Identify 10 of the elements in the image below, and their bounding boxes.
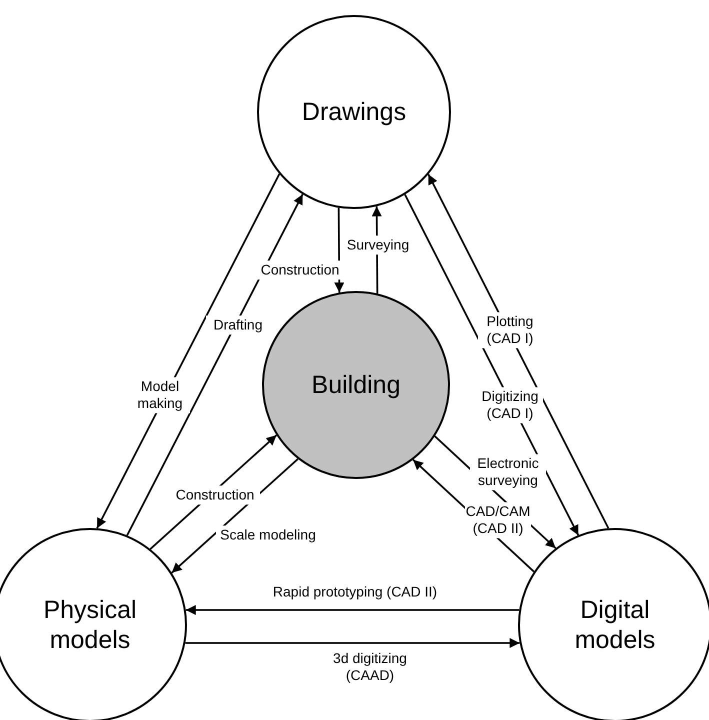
edge-label: Electronic surveying [470,454,546,490]
node-label: Physical models [42,595,138,655]
edge-label: CAD/CAM (CAD II) [465,502,531,538]
node-label: Digital models [574,595,656,655]
arrow [186,605,520,615]
arrow [185,638,520,648]
arrow [126,194,304,536]
arrow [96,174,280,529]
node-label: Building [310,370,402,400]
node-label: Drawings [300,97,408,127]
